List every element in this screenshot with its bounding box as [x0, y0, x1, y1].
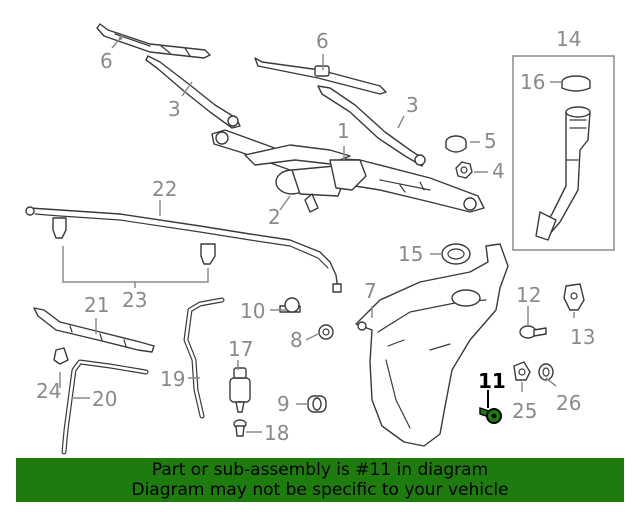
- wiper-washer-exploded-diagram: 1 2 3 3 4 5 6 6 7 8 9 10 11 12 13 14 15 …: [25, 23, 615, 455]
- part-21-hose-retainer[interactable]: [33, 307, 155, 353]
- part-22-washer-hose[interactable]: [25, 206, 342, 293]
- callout-2[interactable]: 2: [268, 205, 281, 229]
- callout-25[interactable]: 25: [512, 399, 537, 423]
- part-25-level-sensor[interactable]: [513, 361, 531, 381]
- part-23-washer-nozzle-left[interactable]: [52, 217, 67, 239]
- callout-22[interactable]: 22: [152, 177, 177, 201]
- callout-14[interactable]: 14: [556, 27, 581, 51]
- callout-4[interactable]: 4: [492, 159, 505, 183]
- part-8-nut[interactable]: [318, 324, 334, 340]
- callout-18[interactable]: 18: [264, 421, 289, 445]
- banner-line-part-number: Part or sub-assembly is #11 in diagram: [151, 460, 489, 480]
- callout-21[interactable]: 21: [84, 293, 109, 317]
- part-15-filler-seal[interactable]: [441, 243, 471, 265]
- part-4-nut[interactable]: [455, 161, 473, 179]
- part-6-wiper-blade-right[interactable]: [254, 57, 387, 95]
- callout-24[interactable]: 24: [36, 379, 61, 403]
- part-19-washer-hose[interactable]: [183, 297, 225, 419]
- banner-line-disclaimer: Diagram may not be specific to your vehi…: [131, 480, 509, 500]
- callout-1[interactable]: 1: [337, 119, 350, 143]
- callout-10[interactable]: 10: [240, 299, 265, 323]
- callout-9[interactable]: 9: [277, 392, 290, 416]
- callout-8[interactable]: 8: [290, 328, 303, 352]
- callout-3-right[interactable]: 3: [406, 93, 419, 117]
- part-14-filler-neck-box[interactable]: [512, 55, 615, 251]
- callout-12[interactable]: 12: [516, 283, 541, 307]
- part-13-sensor-bracket[interactable]: [563, 283, 585, 311]
- notice-banner: Part or sub-assembly is #11 in diagram D…: [16, 458, 624, 502]
- callout-5[interactable]: 5: [484, 129, 497, 153]
- part-9-grommet[interactable]: [307, 395, 327, 413]
- callout-15[interactable]: 15: [398, 242, 423, 266]
- part-5-grommet[interactable]: [445, 135, 467, 153]
- callout-26[interactable]: 26: [556, 391, 581, 415]
- callout-7[interactable]: 7: [364, 279, 377, 303]
- callout-16[interactable]: 16: [520, 70, 545, 94]
- part-3-wiper-arm-right[interactable]: [317, 85, 426, 167]
- callout-19[interactable]: 19: [160, 367, 185, 391]
- callout-17[interactable]: 17: [228, 337, 253, 361]
- part-12-bolt[interactable]: [519, 325, 547, 339]
- part-18-pump-grommet[interactable]: [233, 419, 247, 437]
- callout-labels: 1 2 3 3 4 5 6 6 7 8 9 10 11 12 13 14 15 …: [36, 27, 595, 445]
- part-7-washer-reservoir[interactable]: [355, 243, 509, 447]
- callout-6-left[interactable]: 6: [100, 49, 113, 73]
- callout-13[interactable]: 13: [570, 325, 595, 349]
- part-17-washer-pump[interactable]: [229, 367, 251, 413]
- part-2-wiper-motor[interactable]: [275, 159, 367, 213]
- leader-lines: [59, 34, 575, 433]
- part-26-grommet[interactable]: [538, 363, 554, 381]
- part-6-wiper-blade-left[interactable]: [96, 23, 211, 59]
- part-3-wiper-arm-left[interactable]: [145, 55, 241, 129]
- part-11-bolt-highlighted[interactable]: [479, 407, 502, 424]
- callout-3-left[interactable]: 3: [168, 97, 181, 121]
- part-23-washer-nozzle-right[interactable]: [200, 243, 216, 265]
- callout-11[interactable]: 11: [478, 369, 506, 393]
- callout-23[interactable]: 23: [122, 288, 147, 312]
- part-24-clip[interactable]: [53, 347, 69, 365]
- part-20-washer-hose[interactable]: [61, 359, 149, 455]
- callout-20[interactable]: 20: [92, 387, 117, 411]
- callout-6-right[interactable]: 6: [316, 29, 329, 53]
